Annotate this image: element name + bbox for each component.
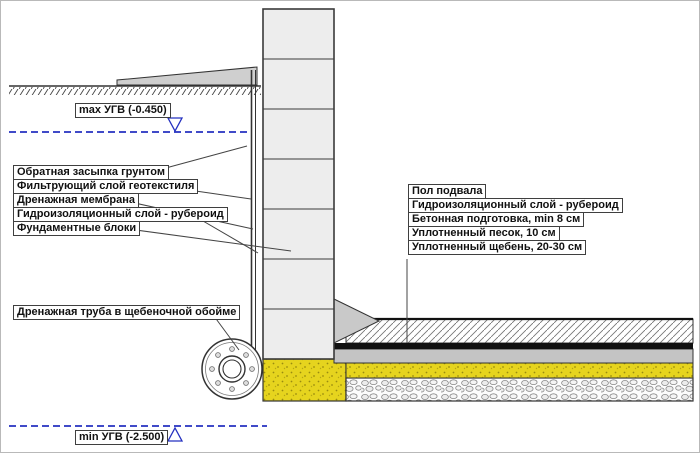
foundation-wall [262,8,335,360]
min-groundwater-label: min УГВ (-2.500) [75,430,169,445]
callout-crushed-stone: Уплотненный щебень, 20-30 см [408,240,587,255]
drain-pipe [201,338,263,400]
callout-backfill: Обратная засыпка грунтом [13,165,169,180]
ground-surface [9,66,261,95]
callout-concrete-prep: Бетонная подготовка, min 8 см [408,212,585,227]
callout-foundation-blocks: Фундаментные блоки [13,221,141,236]
waterproofing-layer [334,343,693,349]
concrete-prep-layer [333,348,694,364]
water-level-symbol-max [166,117,184,133]
callout-drainage-membrane: Дренажная мембрана [13,193,139,208]
water-level-symbol-min [166,426,184,442]
drainage-membrane [250,70,256,350]
callout-drain-pipe: Дренажная труба в щебеночной обойме [13,305,241,320]
floor-slab [345,318,694,344]
max-groundwater-label: max УГВ (-0.450) [75,103,171,118]
crushed-stone-layer [345,377,694,402]
groundwater-min-line [9,425,267,442]
callout-basement-floor: Пол подвала [408,184,487,199]
callout-compacted-sand: Уплотненный песок, 10 см [408,226,560,241]
floor-layers [333,298,694,402]
callout-geotextile: Фильтрующий слой геотекстиля [13,179,199,194]
callout-waterproofing: Гидроизоляционный слой - рубероид [13,207,228,222]
blind-area-apron [116,66,258,86]
compacted-sand-layer [345,362,694,379]
callout-floor-waterproofing: Гидроизоляционный слой - рубероид [408,198,623,213]
sand-bed-under-wall [262,358,347,402]
groundwater-max-line [9,117,249,133]
